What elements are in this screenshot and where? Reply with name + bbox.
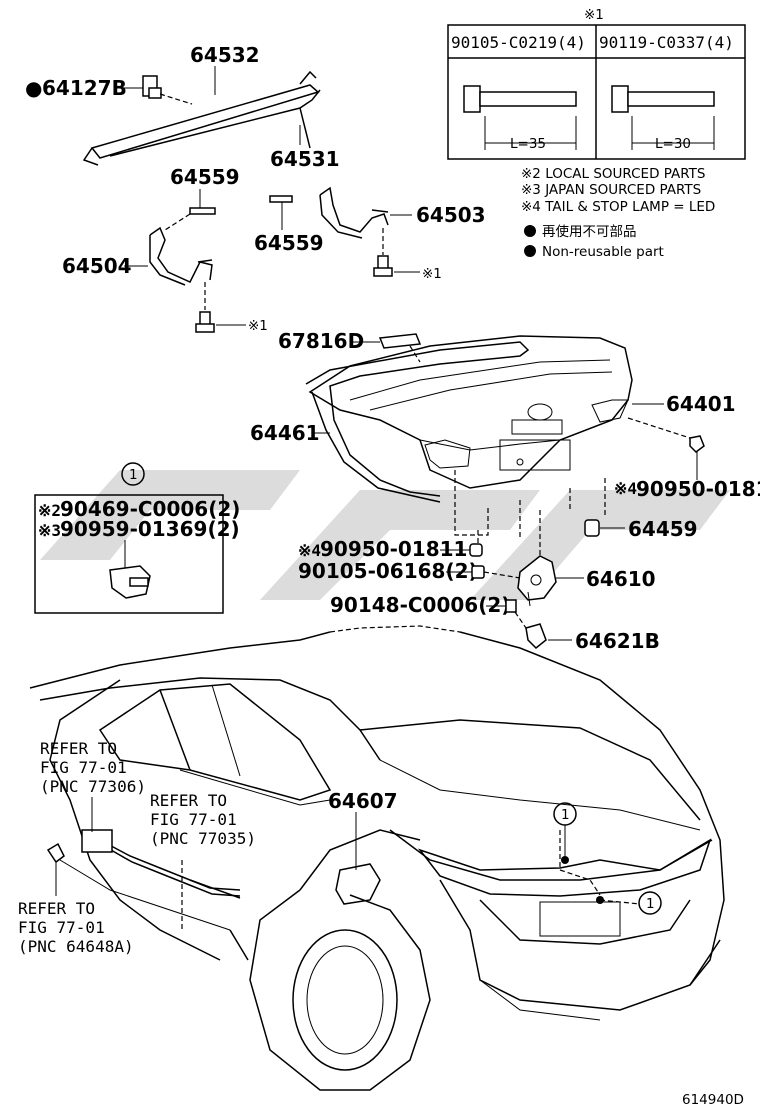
mark-90950-left: ※4 [298, 541, 321, 560]
part-label-64503: 64503 [416, 203, 486, 227]
refer-77306-line1: REFER TO [40, 739, 117, 758]
part-label-64621b: 64621B [575, 629, 660, 653]
hinge-right-bolt-mark: ※1 [422, 266, 442, 282]
bolt-90148-icon [505, 599, 517, 613]
note-non-reusable-jp: 再使用不可部品 [542, 223, 637, 240]
part-label-64461: 64461 [250, 421, 320, 445]
bolt-col1-length: L=35 [510, 136, 546, 152]
refer-64648a-line3: (PNC 64648A) [18, 937, 134, 956]
grommet-90950-right-icon [689, 435, 705, 453]
part-label-64559-right: 64559 [254, 231, 324, 255]
note-local-sourced: ※2 LOCAL SOURCED PARTS [521, 166, 706, 182]
part-label-90950-01811-left: 90950-01811 [320, 537, 467, 561]
part-label-64459: 64459 [628, 517, 698, 541]
bolt-hinge-left-icon [195, 311, 215, 333]
inset-label-90469: 90469-C0006(2) [60, 497, 240, 521]
switch-64459-icon [584, 519, 600, 537]
part-label-64607: 64607 [328, 789, 398, 813]
part-label-64504: 64504 [62, 254, 132, 278]
note-japan-sourced: ※3 JAPAN SOURCED PARTS [521, 182, 701, 198]
part-label-64532: 64532 [190, 43, 260, 67]
bolt-90119-icon [611, 85, 715, 150]
connector-clip-icon [109, 565, 151, 599]
hinge-left-bolt-mark: ※1 [248, 318, 268, 334]
bolt-table: ※1 90105-C0219(4) 90119-C0337(4) L=35 L=… [447, 7, 746, 160]
part-label-64531: 64531 [270, 147, 340, 171]
legend-notes: ※2 LOCAL SOURCED PARTS ※3 JAPAN SOURCED … [521, 166, 715, 260]
inset-mark-3: ※3 [38, 521, 61, 540]
refer-64648a-line2: FIG 77-01 [18, 918, 105, 937]
trunk-lid-64401-icon [308, 335, 633, 489]
refer-note-64648a: REFER TO FIG 77-01 (PNC 64648A) [18, 899, 134, 956]
note-tail-lamp: ※4 TAIL & STOP LAMP = LED [521, 199, 715, 215]
car-body-icon [29, 625, 725, 1091]
dot-marker-64127b: ● [25, 76, 42, 100]
hinge-64504-icon [149, 226, 213, 286]
lever-64621b-icon [525, 623, 547, 650]
cushion-64559-right-icon [269, 195, 293, 203]
bolt-col2-label: 90119-C0337(4) [599, 33, 734, 52]
part-label-90105-06168: 90105-06168(2) [298, 559, 478, 583]
label-67816d-icon [378, 333, 422, 349]
inset-mark-2: ※2 [38, 501, 61, 520]
refer-note-77306: REFER TO FIG 77-01 (PNC 77306) [40, 739, 146, 796]
part-label-64127b: 64127B [42, 76, 127, 100]
callout-circle-1: 1 [561, 807, 570, 823]
part-label-90950-01811-right: 90950-01811 [636, 477, 760, 501]
bolt-hinge-right-icon [373, 255, 393, 277]
refer-77306-line3: (PNC 77306) [40, 777, 146, 796]
grommet-90950-left-icon [469, 543, 483, 557]
inset-circle-number: 1 [129, 467, 138, 483]
part-label-64559-left: 64559 [170, 165, 240, 189]
refer-77035-line3: (PNC 77035) [150, 829, 256, 848]
mark-90950-right: ※4 [614, 479, 637, 498]
bolt-col2-length: L=30 [655, 136, 691, 152]
note-non-reusable-en: Non-reusable part [542, 244, 664, 260]
refer-77035-line1: REFER TO [150, 791, 227, 810]
part-label-64610: 64610 [586, 567, 656, 591]
inset-box: 1 ※2 90469-C0006(2) ※3 90959-01369(2) [34, 462, 240, 614]
callout-circle-2: 1 [646, 896, 655, 912]
clip-64127b-icon [142, 75, 162, 99]
refer-note-77035: REFER TO FIG 77-01 (PNC 77035) [150, 791, 256, 848]
part-label-67816d: 67816D [278, 329, 364, 353]
cushion-64559-left-icon [189, 207, 216, 215]
weatherstrip-64461-icon [305, 341, 530, 503]
bolt-90105-icon [463, 85, 577, 150]
part-label-90148-c0006: 90148-C0006(2) [330, 593, 510, 617]
bolt-col1-label: 90105-C0219(4) [451, 33, 586, 52]
lock-64610-icon [517, 555, 557, 607]
bolt-table-mark: ※1 [584, 7, 604, 23]
inset-label-90959: 90959-01369(2) [60, 517, 240, 541]
refer-77035-line2: FIG 77-01 [150, 810, 237, 829]
hinge-64503-icon [319, 186, 389, 239]
part-label-64401: 64401 [666, 392, 736, 416]
diagram-code: 614940D [682, 1092, 744, 1108]
refer-77306-line2: FIG 77-01 [40, 758, 127, 777]
refer-64648a-line1: REFER TO [18, 899, 95, 918]
bolt-90105-06168-icon [471, 565, 521, 579]
torsion-bar-64531-icon [109, 89, 321, 157]
